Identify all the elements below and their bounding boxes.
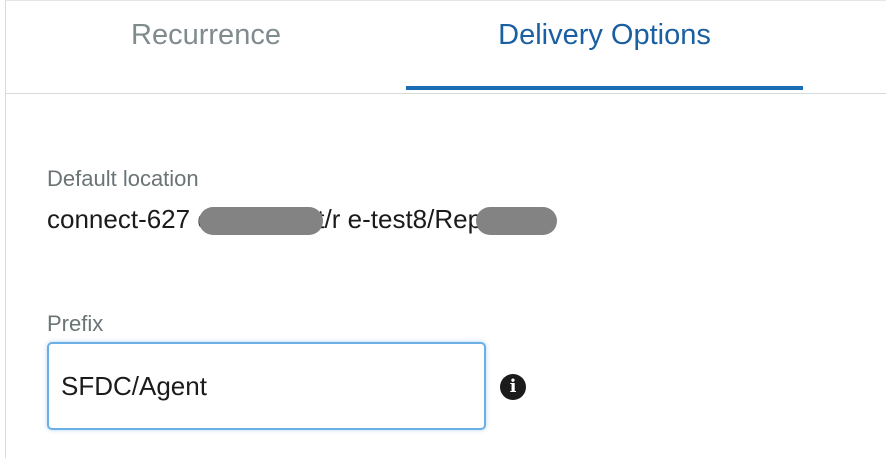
tab-delivery-options[interactable]: Delivery Options	[406, 1, 803, 93]
tab-recurrence-label: Recurrence	[131, 18, 281, 51]
tab-recurrence[interactable]: Recurrence	[6, 1, 406, 93]
prefix-label: Prefix	[47, 311, 104, 336]
tab-delivery-options-label: Delivery Options	[498, 18, 711, 51]
default-location-label: Default location	[47, 166, 199, 191]
redaction-mark	[476, 207, 557, 235]
tab-bar: Recurrence Delivery Options	[6, 1, 886, 94]
info-circle-icon[interactable]: i	[500, 374, 526, 400]
report-settings-panel: Recurrence Delivery Options Default loca…	[5, 0, 886, 458]
prefix-input[interactable]	[47, 342, 486, 430]
redaction-mark	[199, 207, 323, 235]
active-tab-indicator	[406, 86, 803, 90]
